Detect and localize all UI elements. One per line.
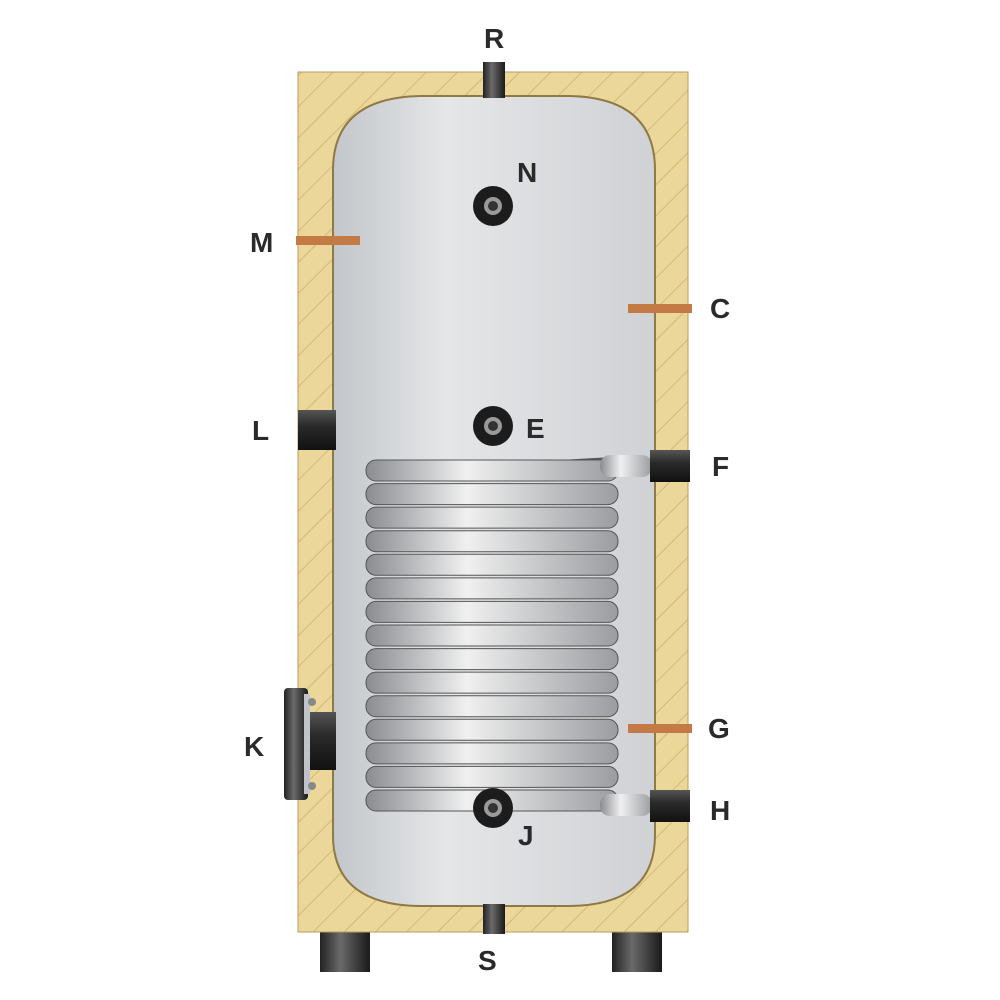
label-h: H — [710, 795, 730, 826]
heat-exchanger-coil — [365, 457, 619, 812]
coil-turn — [365, 695, 619, 718]
coil-inlet-f-tube — [600, 455, 652, 477]
label-n: N — [517, 157, 537, 188]
coil-turn — [365, 530, 619, 553]
coil-turn — [365, 742, 619, 765]
coil-outlet-h-tube — [600, 794, 652, 816]
label-c: C — [710, 293, 730, 324]
pipe-l — [298, 410, 336, 450]
label-k: K — [244, 731, 264, 762]
coil-turn — [365, 765, 619, 788]
label-f: F — [712, 451, 729, 482]
coil-turn — [365, 483, 619, 506]
left-leg — [320, 928, 370, 972]
label-r: R — [484, 23, 504, 54]
label-s: S — [478, 945, 497, 976]
port-e — [473, 406, 513, 446]
pipe-f — [650, 450, 690, 482]
coil-turn — [365, 600, 619, 623]
coil-turn — [365, 459, 619, 482]
flange-k — [284, 688, 336, 800]
coil-turn — [365, 577, 619, 600]
label-j: J — [518, 820, 534, 851]
coil-turn — [365, 671, 619, 694]
sensor-m — [296, 236, 360, 245]
pipe-s — [483, 904, 505, 934]
label-g: G — [708, 713, 730, 744]
pipe-h — [650, 790, 690, 822]
pipe-r — [483, 62, 505, 98]
coil-turn — [365, 624, 619, 647]
sensor-c — [628, 304, 692, 313]
port-j — [473, 788, 513, 828]
sensor-g — [628, 724, 692, 733]
coil-turn — [365, 553, 619, 576]
label-e: E — [526, 413, 545, 444]
label-l: L — [252, 415, 269, 446]
right-leg — [612, 928, 662, 972]
port-n — [473, 186, 513, 226]
coil-turn — [365, 648, 619, 671]
coil-turn — [365, 506, 619, 529]
label-m: M — [250, 227, 273, 258]
coil-turn — [365, 718, 619, 741]
